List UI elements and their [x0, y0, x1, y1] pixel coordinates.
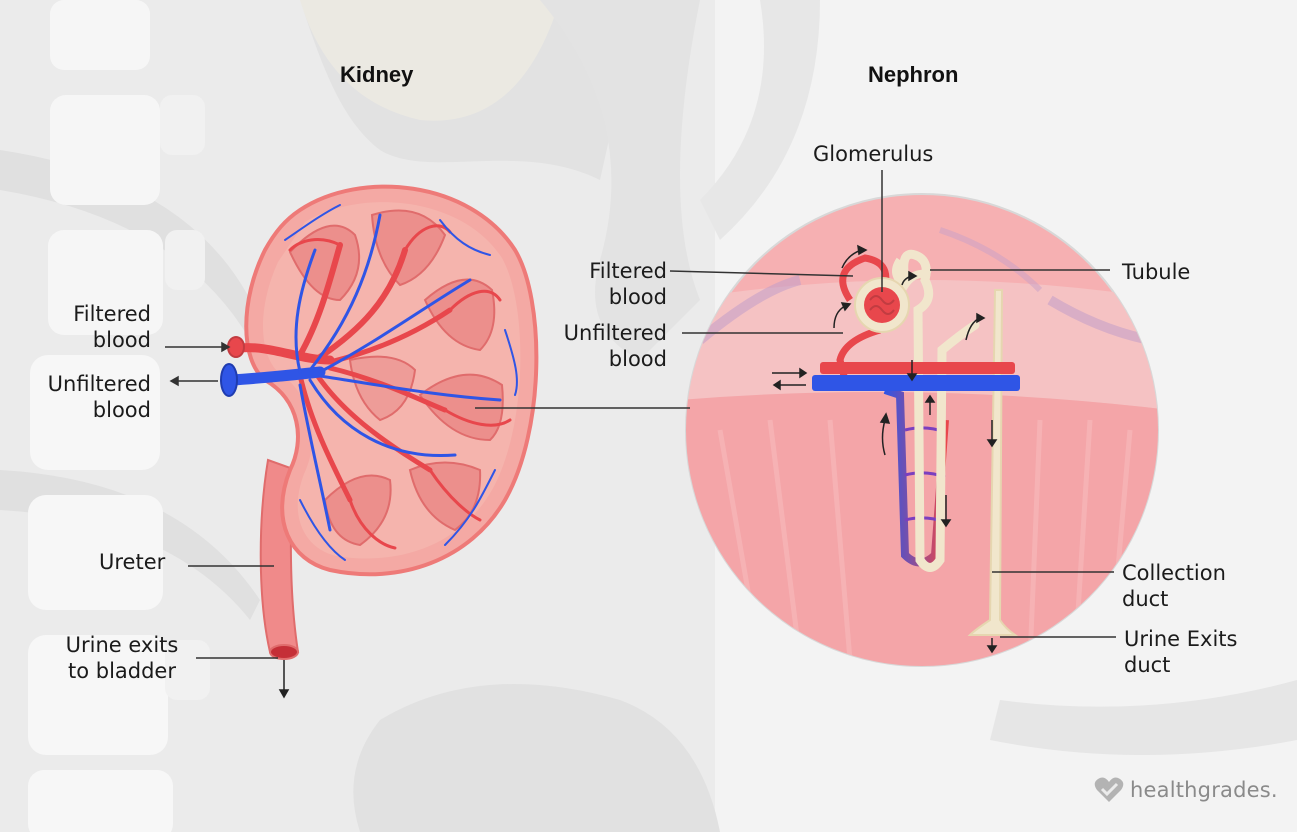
collection-duct-label: Collection duct — [1122, 560, 1226, 612]
glomerulus-label: Glomerulus — [813, 141, 933, 167]
nephron-unfiltered-blood-label: Unfiltered blood — [536, 320, 667, 372]
brand-name: healthgrades. — [1130, 778, 1278, 802]
kidney-title: Kidney — [340, 62, 413, 88]
renal-vein-opening — [221, 364, 237, 396]
nephron-filtered-blood-label: Filtered blood — [556, 258, 667, 310]
healthgrades-logo: healthgrades. — [1094, 776, 1278, 804]
glomerulus-ball — [864, 287, 900, 323]
tubule-label: Tubule — [1122, 259, 1190, 285]
urine-exits-duct-label: Urine Exits duct — [1124, 626, 1237, 678]
renal-artery-segment — [820, 362, 1015, 374]
nephron-title: Nephron — [868, 62, 958, 88]
ureter-label: Ureter — [99, 549, 165, 575]
ureter-opening — [270, 645, 298, 659]
renal-vein-segment — [812, 375, 1020, 391]
kidney-filtered-blood-label: Filtered blood — [40, 301, 151, 353]
heart-check-icon — [1094, 776, 1124, 804]
urine-exits-bladder-label: Urine exits to bladder — [52, 632, 192, 684]
kidney-unfiltered-blood-label: Unfiltered blood — [20, 371, 151, 423]
